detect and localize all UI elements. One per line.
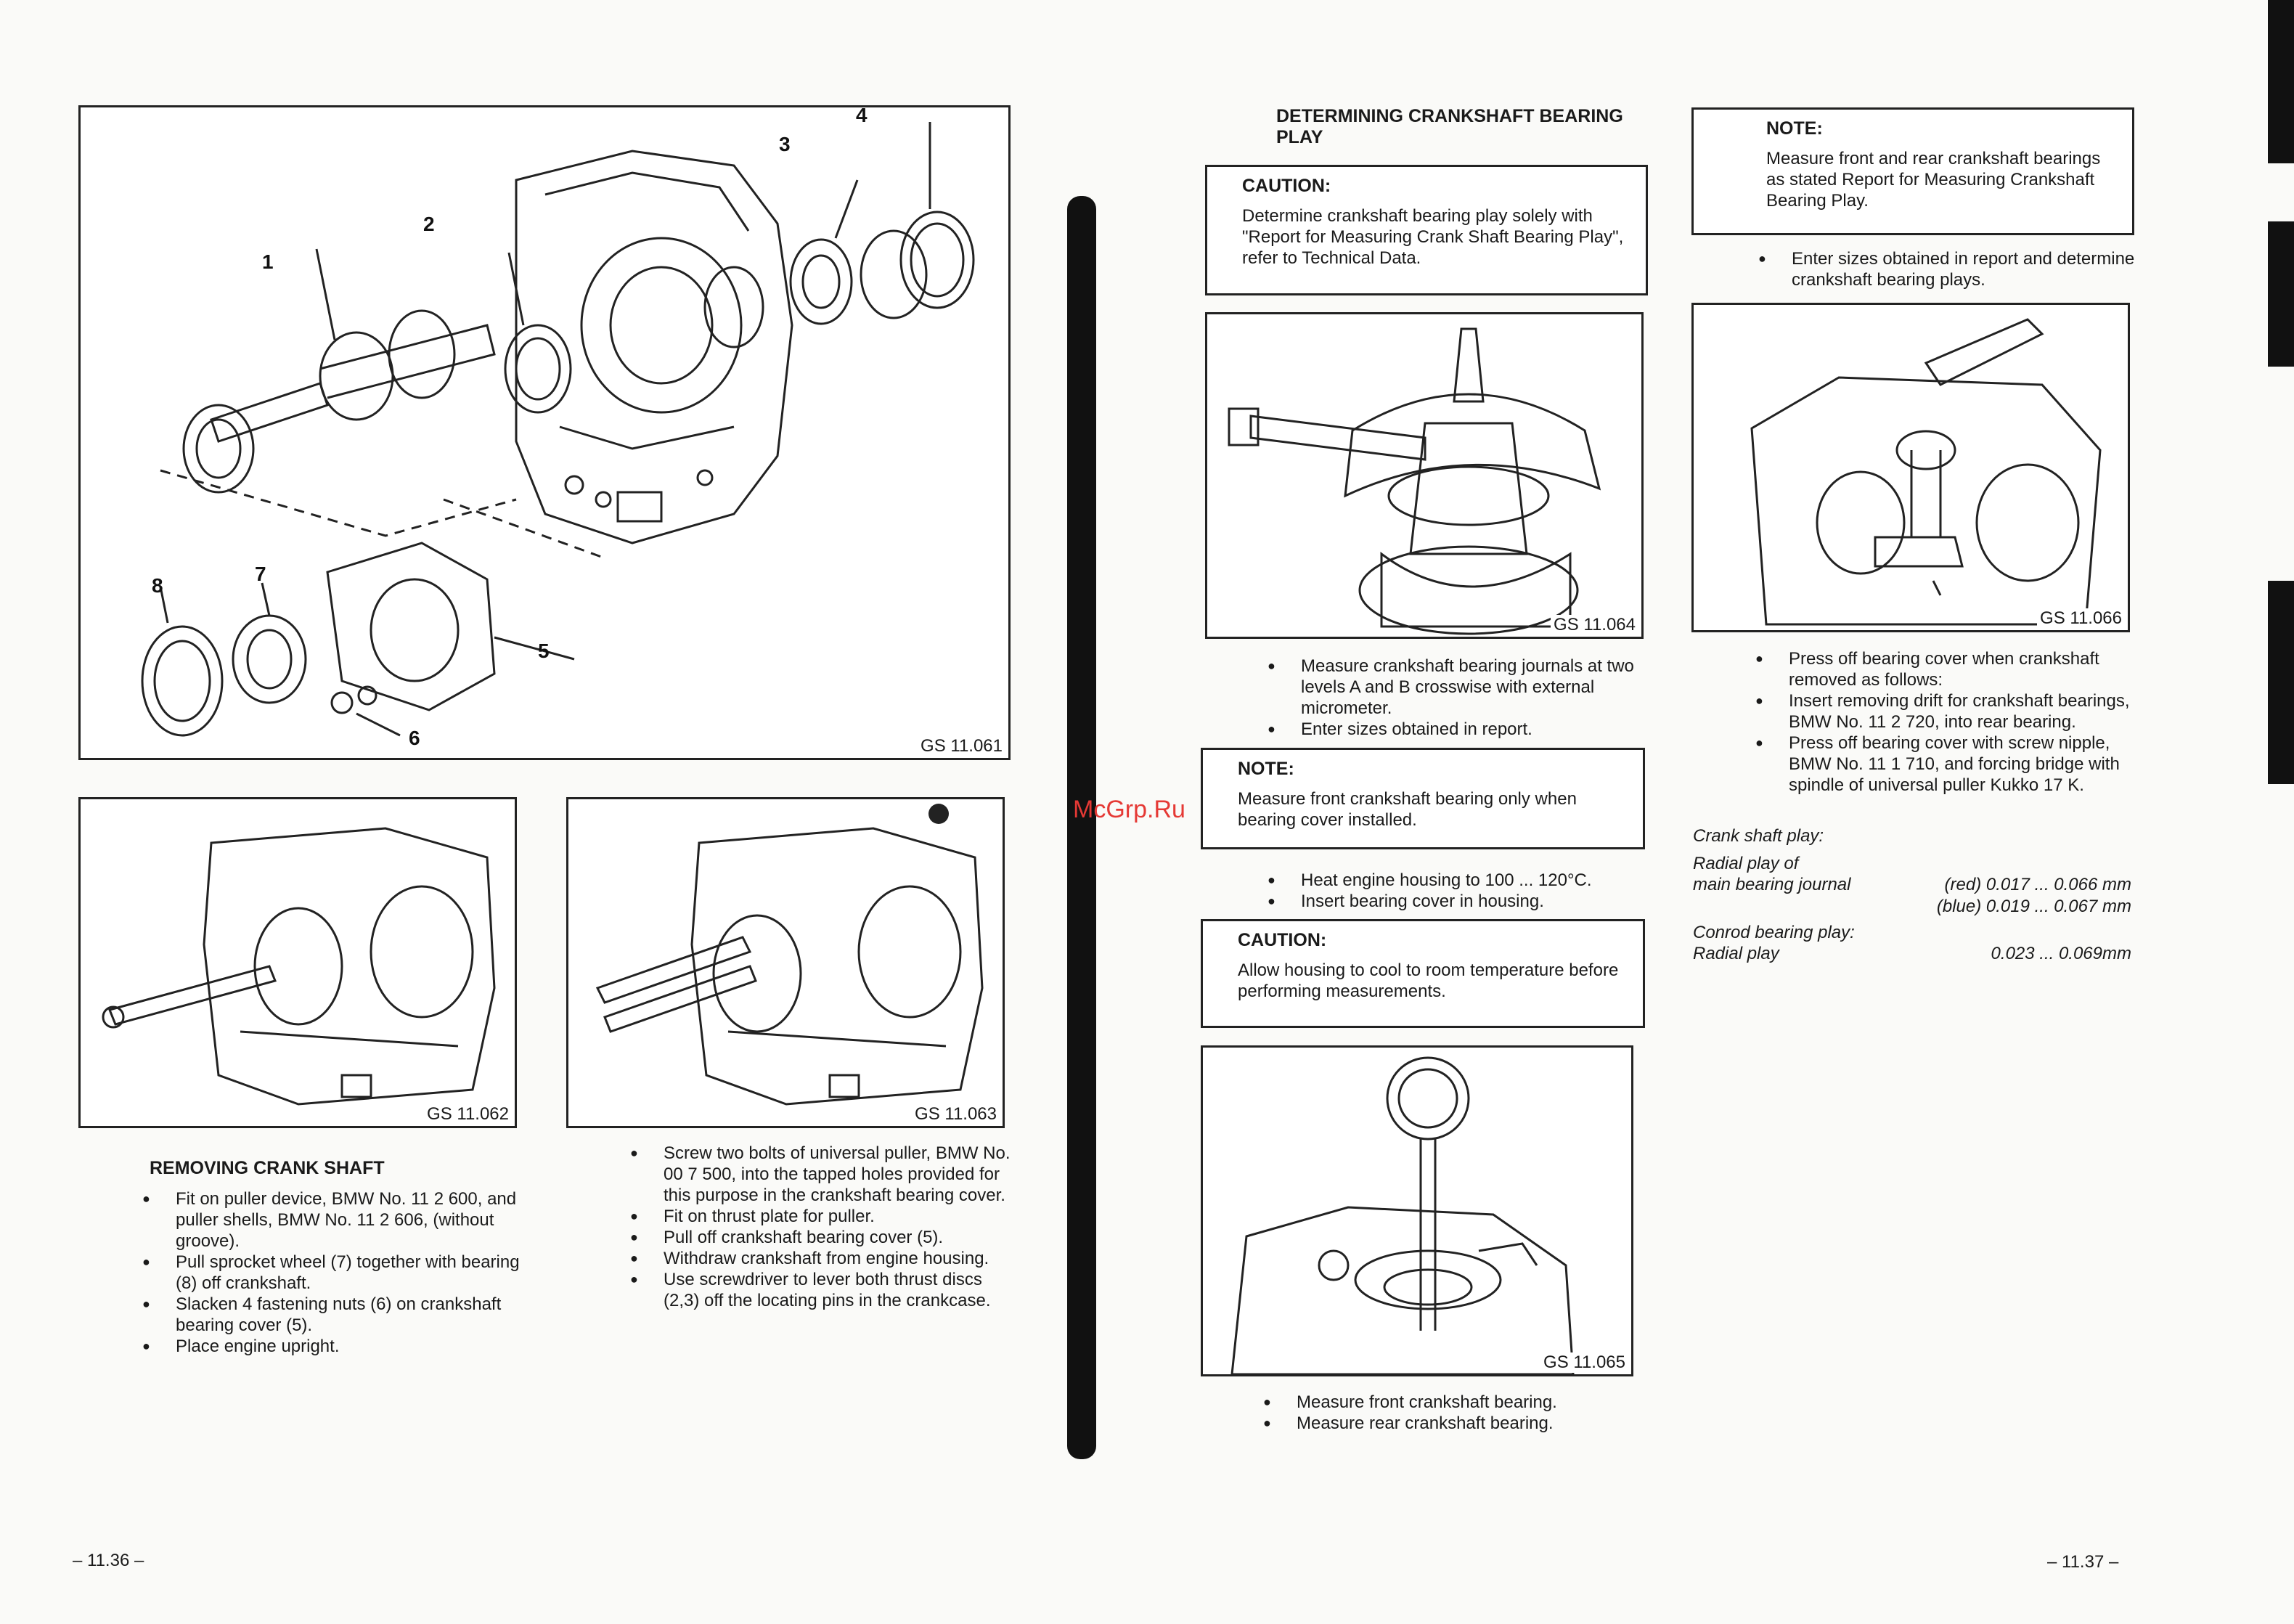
- figure-puller-device: GS 11.062: [78, 797, 517, 1128]
- book-spine-shadow: [1067, 196, 1096, 1459]
- caution-text: Determine crankshaft bearing play solely…: [1242, 206, 1624, 268]
- callout-3: 3: [779, 133, 791, 155]
- list-item: Measure crankshaft bearing journals at t…: [1268, 656, 1645, 719]
- list-item: Fit on thrust plate for puller.: [630, 1206, 1012, 1227]
- spec-radial-main-line1: Radial play of: [1693, 854, 1799, 873]
- exploded-crankshaft-drawing: 1 2 3 4 5 6 7 8: [141, 107, 975, 749]
- puller-device-drawing: [102, 827, 496, 1106]
- caution-text: Allow housing to cool to room temperatur…: [1238, 960, 1619, 1001]
- list-item: Enter sizes obtained in report and deter…: [1758, 248, 2140, 290]
- note-title: NOTE:: [1238, 759, 1294, 779]
- press-off-drawing: [1750, 318, 2102, 626]
- list-item: Measure rear crankshaft bearing.: [1263, 1413, 1641, 1434]
- callout-4: 4: [856, 107, 868, 126]
- list-item: Pull sprocket wheel (7) together with be…: [142, 1252, 521, 1294]
- caution-title: CAUTION:: [1242, 176, 1331, 196]
- spec-conrod-line2: Radial play: [1693, 944, 1779, 963]
- list-item: Pull off crankshaft bearing cover (5).: [630, 1227, 1012, 1248]
- list-item: Measure front crankshaft bearing.: [1263, 1392, 1641, 1413]
- left-column-2-steps: Screw two bolts of universal puller, BMW…: [630, 1143, 1012, 1311]
- spec-red-value: (red) 0.017 ... 0.066 mm: [1944, 875, 2131, 894]
- callout-2: 2: [423, 213, 435, 235]
- caution-box-report: CAUTION: Determine crankshaft bearing pl…: [1205, 165, 1648, 295]
- page-tab-mark: [2268, 0, 2294, 163]
- caution-box-cool-housing: CAUTION: Allow housing to cool to room t…: [1201, 919, 1645, 1028]
- dial-gauge-drawing: [1230, 1056, 1575, 1374]
- right-bullets-measure-journals: Measure crankshaft bearing journals at t…: [1268, 656, 1645, 740]
- page-tab-mark: [2268, 221, 2294, 367]
- list-item: Press off bearing cover with screw nippl…: [1755, 733, 2133, 796]
- list-item: Fit on puller device, BMW No. 11 2 600, …: [142, 1188, 521, 1252]
- spec-blue-value: (blue) 0.019 ... 0.067 mm: [1936, 897, 2131, 916]
- universal-puller-drawing: [595, 804, 984, 1106]
- page-number-left: – 11.36 –: [73, 1551, 144, 1570]
- list-item: Insert bearing cover in housing.: [1268, 891, 1645, 912]
- spec-radial-main-line2: main bearing journal: [1693, 875, 1851, 894]
- note-box-report: NOTE: Measure front and rear crankshaft …: [1691, 107, 2134, 235]
- right-bullets-enter-sizes: Enter sizes obtained in report and deter…: [1758, 248, 2140, 290]
- list-item: Place engine upright.: [142, 1336, 521, 1357]
- figure-dial-gauge: GS 11.065: [1201, 1045, 1633, 1376]
- caution-title: CAUTION:: [1238, 930, 1327, 950]
- figure-label: GS 11.066: [2037, 608, 2125, 629]
- figure-press-off-cover: GS 11.066: [1691, 303, 2130, 632]
- section-heading-removing-crank-shaft: REMOVING CRANK SHAFT: [150, 1158, 385, 1178]
- list-item: Heat engine housing to 100 ... 120°C.: [1268, 870, 1645, 891]
- figure-universal-puller: GS 11.063: [566, 797, 1005, 1128]
- spec-conrod-line1: Conrod bearing play:: [1693, 923, 1855, 942]
- figure-label: GS 11.062: [424, 1104, 512, 1125]
- note-title: NOTE:: [1766, 118, 1823, 139]
- list-item: Use screwdriver to lever both thrust dis…: [630, 1269, 1012, 1311]
- callout-8: 8: [152, 574, 163, 597]
- watermark: McGrp.Ru: [1073, 796, 1185, 823]
- figure-label: GS 11.064: [1551, 615, 1638, 635]
- note-text: Measure front crankshaft bearing only wh…: [1238, 789, 1577, 830]
- figure-label: GS 11.063: [912, 1104, 1000, 1125]
- right-bullets-press-off: Press off bearing cover when crankshaft …: [1755, 648, 2133, 796]
- page-number-right: – 11.37 –: [2047, 1552, 2119, 1572]
- page-tab-mark: [2268, 581, 2294, 784]
- spec-conrod-value: 0.023 ... 0.069mm: [1991, 944, 2131, 963]
- note-text: Measure front and rear crankshaft bearin…: [1766, 149, 2101, 211]
- spec-title-crank-shaft-play: Crank shaft play:: [1693, 826, 1824, 846]
- list-item: Press off bearing cover when crankshaft …: [1755, 648, 2133, 690]
- note-box-front-bearing: NOTE: Measure front crankshaft bearing o…: [1201, 748, 1645, 849]
- list-item: Withdraw crankshaft from engine housing.: [630, 1248, 1012, 1269]
- list-item: Screw two bolts of universal puller, BMW…: [630, 1143, 1012, 1206]
- list-item: Enter sizes obtained in report.: [1268, 719, 1645, 740]
- list-item: Slacken 4 fastening nuts (6) on cranksha…: [142, 1294, 521, 1336]
- micrometer-drawing: [1228, 327, 1601, 635]
- figure-label: GS 11.065: [1540, 1352, 1628, 1373]
- callout-6: 6: [409, 727, 420, 749]
- figure-exploded-crankshaft: 1 2 3 4 5 6 7 8 GS 11.061: [78, 105, 1011, 760]
- figure-label: GS 11.061: [918, 736, 1005, 756]
- right-bullets-heat-housing: Heat engine housing to 100 ... 120°C. In…: [1268, 870, 1645, 912]
- figure-micrometer: GS 11.064: [1205, 312, 1644, 639]
- section-heading-bearing-play: DETERMINING CRANKSHAFT BEARING PLAY: [1276, 106, 1623, 147]
- left-column-1-steps: Fit on puller device, BMW No. 11 2 600, …: [142, 1188, 521, 1357]
- right-bullets-measure-bearings: Measure front crankshaft bearing. Measur…: [1263, 1392, 1641, 1434]
- callout-7: 7: [255, 563, 266, 585]
- list-item: Insert removing drift for crankshaft bea…: [1755, 690, 2133, 733]
- callout-5: 5: [538, 640, 550, 662]
- callout-1: 1: [262, 250, 274, 273]
